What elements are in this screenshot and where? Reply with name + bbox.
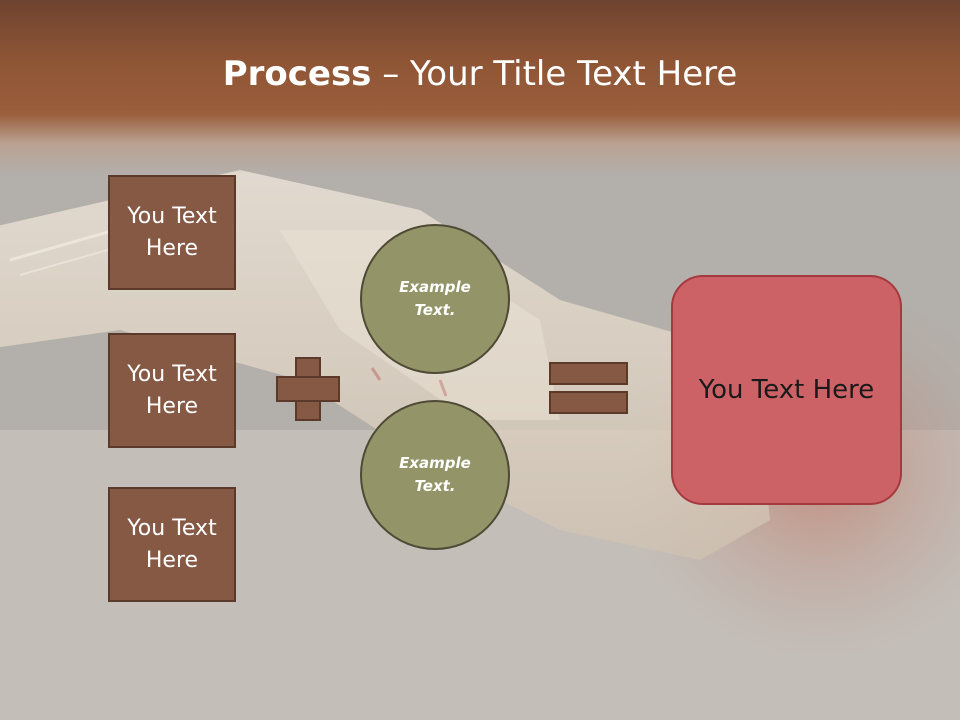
plus-icon-center bbox=[297, 378, 319, 400]
page-title: Process – Your Title Text Here bbox=[0, 52, 960, 96]
example-circle-1[interactable]: Example Text. bbox=[360, 224, 510, 374]
equals-icon-top-bar bbox=[549, 362, 628, 385]
header-band bbox=[0, 0, 960, 175]
title-rest: – Your Title Text Here bbox=[371, 54, 738, 94]
left-text-box-3[interactable]: You Text Here bbox=[108, 487, 236, 602]
equals-icon-bottom-bar bbox=[549, 391, 628, 414]
result-text-box[interactable]: You Text Here bbox=[671, 275, 902, 505]
left-text-box-1[interactable]: You Text Here bbox=[108, 175, 236, 290]
left-text-box-2[interactable]: You Text Here bbox=[108, 333, 236, 448]
title-bold: Process bbox=[222, 54, 372, 94]
example-circle-2[interactable]: Example Text. bbox=[360, 400, 510, 550]
